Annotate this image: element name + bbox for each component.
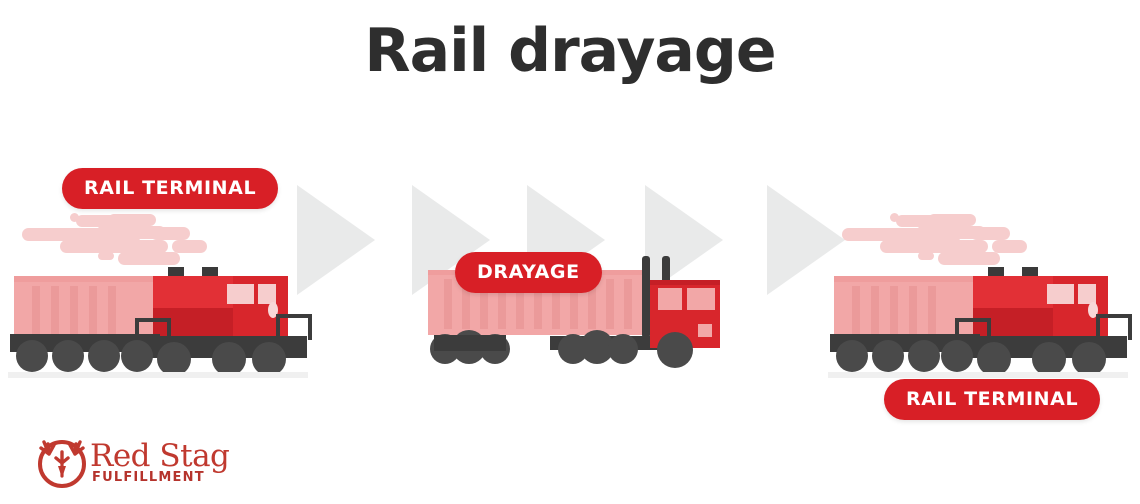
brand-logo[interactable]: Red Stag FULFILLMENT: [32, 430, 230, 492]
triangle-right-arrow-icon: [645, 185, 723, 295]
wheel: [121, 340, 153, 372]
cab-window: [687, 288, 715, 310]
wheel: [157, 342, 191, 376]
cab-window: [1047, 284, 1074, 304]
wheel: [1032, 342, 1066, 376]
wheel: [1072, 342, 1106, 376]
wheel: [908, 340, 940, 372]
rail-boxcar: [14, 276, 154, 341]
logo-name: Red Stag: [90, 438, 230, 474]
headlight-icon: [1088, 302, 1098, 318]
logo-tagline: FULFILLMENT: [92, 470, 205, 485]
cab-window: [258, 284, 276, 304]
triangle-right-arrow-icon: [297, 185, 375, 295]
wheel: [941, 340, 973, 372]
cab-window: [658, 288, 682, 310]
wheel: [872, 340, 904, 372]
rail-boxcar: [834, 276, 974, 341]
wheel: [16, 340, 48, 372]
headlight-icon: [268, 302, 278, 318]
wheel: [608, 334, 638, 364]
badge-drayage: DRAYAGE: [455, 252, 602, 293]
triangle-right-arrow-icon: [767, 185, 845, 295]
wheel: [88, 340, 120, 372]
wheel: [657, 332, 693, 368]
rail-track: [8, 372, 308, 378]
headlight-icon: [698, 324, 712, 337]
stage-destination-train: [820, 200, 1140, 390]
badge-rail-terminal-origin: RAIL TERMINAL: [62, 168, 279, 209]
badge-rail-terminal-destination: RAIL TERMINAL: [884, 379, 1101, 420]
cab-window: [227, 284, 254, 304]
rail-track: [828, 372, 1128, 378]
wheel: [252, 342, 286, 376]
stage-origin-train: [0, 200, 320, 390]
wheel: [977, 342, 1011, 376]
page-title: Rail drayage: [364, 16, 776, 86]
stag-head-icon: [38, 440, 86, 488]
cab-window: [1078, 284, 1096, 304]
wheel: [212, 342, 246, 376]
wheel: [836, 340, 868, 372]
wheel: [52, 340, 84, 372]
